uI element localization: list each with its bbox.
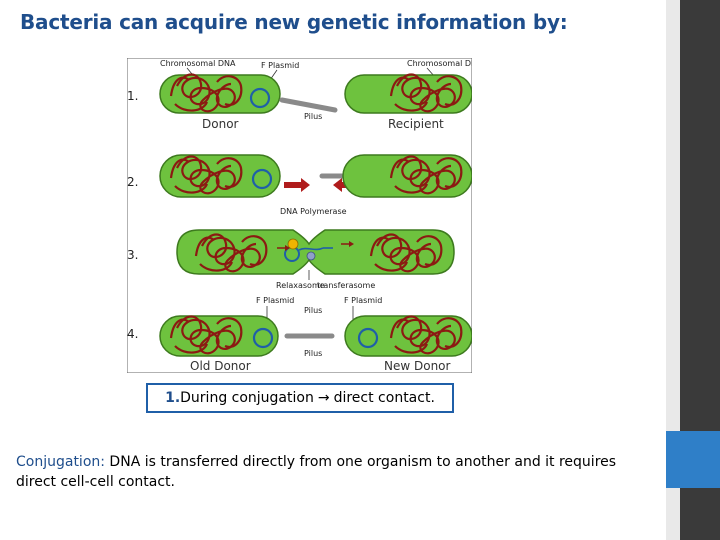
- caption-text: During conjugation: [180, 390, 314, 406]
- label-pilus: Pilus: [304, 349, 322, 358]
- arrow-right-icon: →: [317, 390, 330, 406]
- f-plasmid: [252, 327, 274, 349]
- label-pilus: Pilus: [304, 306, 322, 315]
- dna-polymerase-icon: [287, 238, 299, 250]
- label-recipient: Recipient: [388, 117, 444, 131]
- label-f-plasmid-new-donor: F Plasmid: [344, 296, 382, 305]
- f-plasmid: [357, 327, 379, 349]
- step-number-1: 1.: [127, 89, 138, 103]
- side-stripe-light: [666, 0, 680, 540]
- step-number-3: 3.: [127, 248, 138, 262]
- body-paragraph: Conjugation: DNA is transferred directly…: [16, 452, 656, 492]
- caption-box: 1. During conjugation → direct contact.: [146, 383, 454, 413]
- slide-title: Bacteria can acquire new genetic informa…: [20, 10, 568, 34]
- conjugation-diagram: Chromosomal DNA F Plasmid Chromosomal DN…: [126, 57, 477, 374]
- caption-rest: direct contact.: [333, 390, 435, 406]
- label-donor: Donor: [202, 117, 239, 131]
- label-relaxasome: Relaxasome: [276, 281, 325, 290]
- pilus: [279, 97, 338, 113]
- transferred-dna-strand: [298, 247, 324, 251]
- donor-cell: [159, 74, 281, 114]
- body-definition: DNA is transferred directly from one org…: [16, 454, 617, 490]
- label-chromosomal-dna-right: Chromosomal DN: [407, 59, 472, 68]
- caption-number: 1.: [165, 390, 181, 406]
- step-number-4: 4.: [127, 327, 138, 341]
- label-dna-polymerase: DNA Polymerase: [280, 207, 347, 216]
- direction-arrow-icon: [349, 241, 354, 247]
- label-f-plasmid-top: F Plasmid: [261, 61, 299, 70]
- label-f-plasmid-old-donor: F Plasmid: [256, 296, 294, 305]
- f-plasmid: [249, 87, 271, 109]
- body-term: Conjugation:: [16, 454, 105, 470]
- relaxasome-icon: [306, 251, 316, 261]
- label-transferasome: transferasome: [317, 281, 375, 290]
- label-old-donor: Old Donor: [190, 359, 251, 373]
- label-chromosomal-dna-left: Chromosomal DNA: [160, 59, 236, 68]
- arrow-right-icon: [284, 178, 310, 192]
- donor-cell: [159, 154, 281, 198]
- label-pilus: Pilus: [304, 112, 322, 121]
- f-plasmid: [251, 168, 273, 190]
- step-number-2: 2.: [127, 175, 138, 189]
- direction-arrow-icon: [285, 245, 290, 251]
- side-accent-blue: [666, 431, 720, 488]
- label-new-donor: New Donor: [384, 359, 451, 373]
